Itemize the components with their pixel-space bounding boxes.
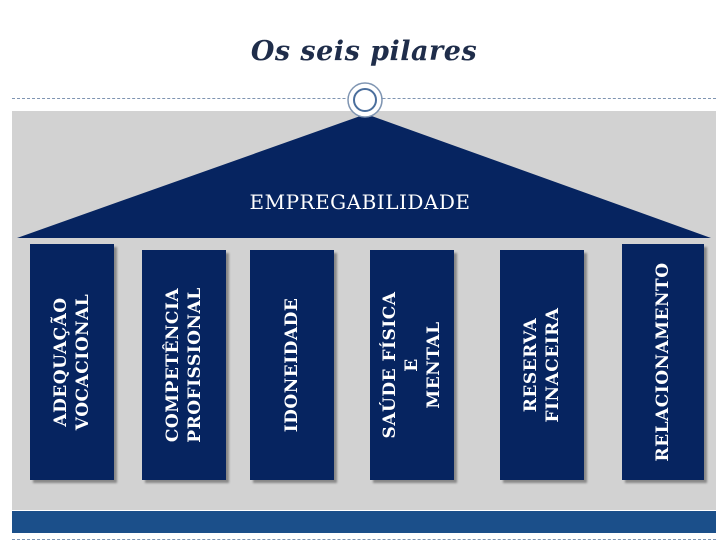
bottom-divider: [12, 539, 716, 540]
pillar-saude-fisica-mental: SAÚDE FÍSICA E MENTAL: [370, 250, 454, 480]
pillar-label: COMPETÊNCIA PROFISSIONAL: [162, 287, 206, 442]
pillar-label-line: IDONEIDADE: [282, 297, 302, 433]
pillar-label-line: COMPETÊNCIA: [163, 287, 183, 443]
pillar-idoneidade: IDONEIDADE: [250, 250, 334, 480]
pillar-label: RESERVA FINACEIRA: [520, 307, 564, 422]
roof-ring-outer: [347, 82, 383, 118]
roof-label: EMPREGABILIDADE: [249, 190, 471, 214]
pillar-label-line: RESERVA: [521, 317, 541, 413]
pillar-label-line: ADEQUAÇÃO: [51, 297, 71, 427]
pillar-relacionamento: RELACIONAMENTO: [622, 244, 704, 480]
pillar-label-line: FINACEIRA: [543, 307, 563, 423]
pillar-label: SAÚDE FÍSICA E MENTAL: [379, 292, 445, 439]
pillar-reserva-financeira: RESERVA FINACEIRA: [500, 250, 584, 480]
pillar-label: ADEQUAÇÃO VOCACIONAL: [50, 294, 94, 430]
footer-bar: [12, 511, 716, 533]
roof-ring-inner: [353, 88, 377, 112]
pillar-label-line: SAÚDE FÍSICA: [380, 291, 400, 439]
slide-title: Os seis pilares: [250, 36, 478, 67]
pillar-label-line: RELACIONAMENTO: [653, 262, 673, 462]
pillar-label-line: PROFISSIONAL: [185, 287, 205, 443]
pillar-competencia-profissional: COMPETÊNCIA PROFISSIONAL: [142, 250, 226, 480]
pillar-label-line: E: [402, 358, 422, 372]
pillar-label-line: MENTAL: [424, 321, 444, 409]
pillar-label: RELACIONAMENTO: [652, 262, 674, 461]
pillar-label: IDONEIDADE: [281, 298, 303, 433]
pillar-label-line: VOCACIONAL: [73, 293, 93, 431]
roof-triangle: [17, 114, 711, 238]
pillar-adequacao-vocacional: ADEQUAÇÃO VOCACIONAL: [30, 244, 114, 480]
